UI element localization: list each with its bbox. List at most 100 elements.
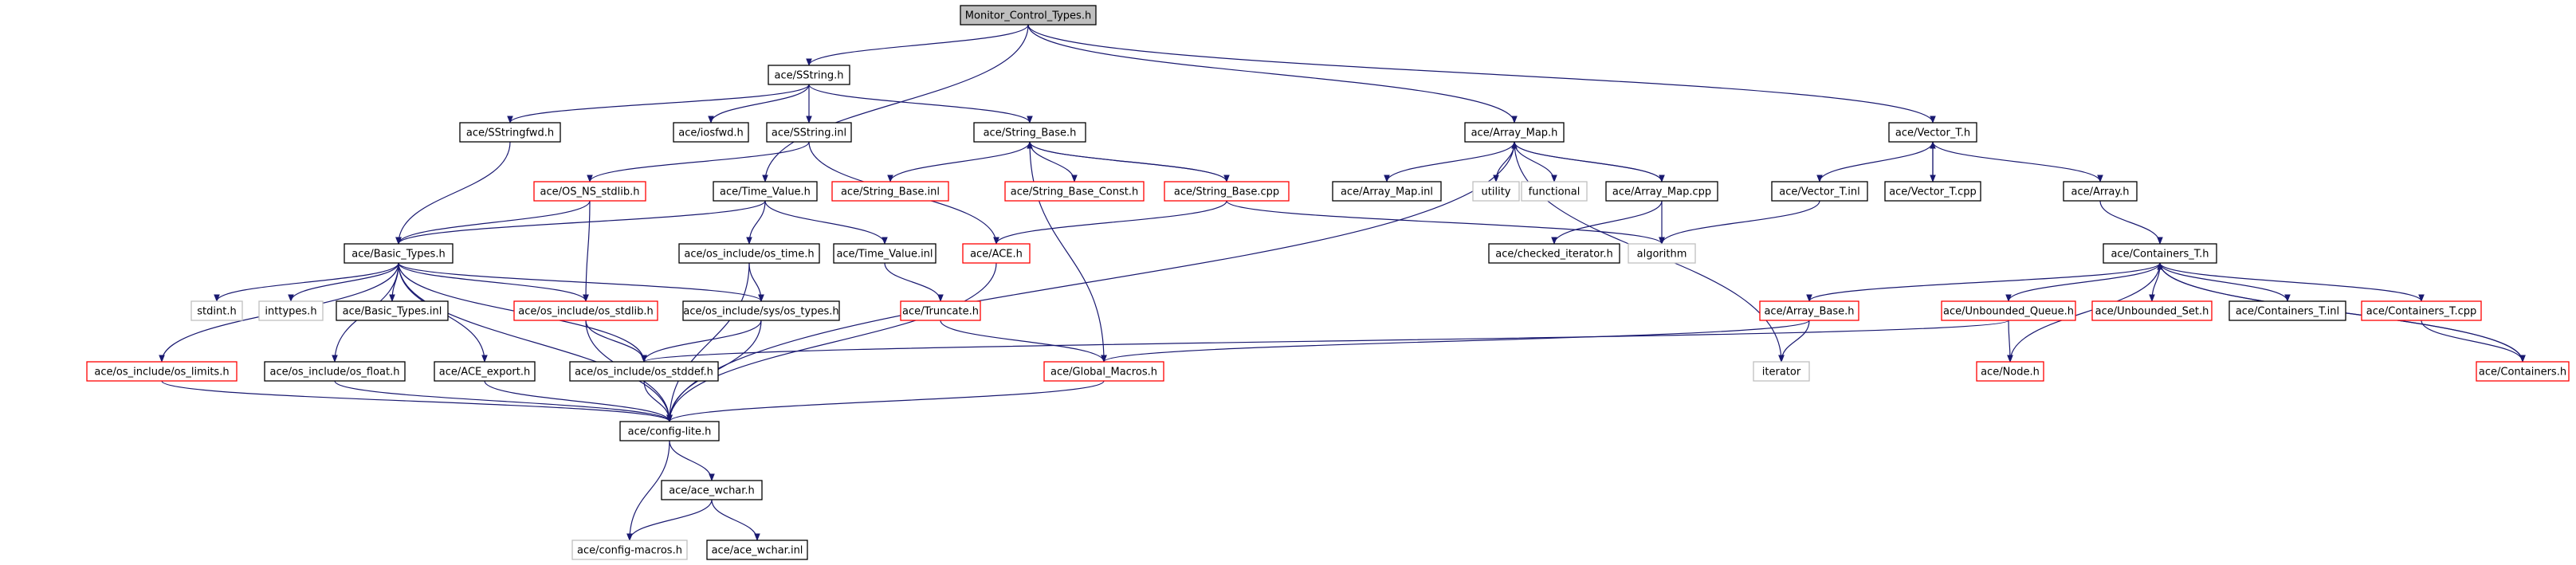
node-root[interactable]: Monitor_Control_Types.h	[960, 5, 1097, 26]
edge-string_base_h-to-global_macros_h	[1029, 141, 1107, 363]
node-box	[1521, 181, 1588, 202]
node-sstring-inl[interactable]: ace/SString.inl	[766, 122, 852, 143]
edge-array_map_cpp-to-checked_iterator_h	[1551, 200, 1663, 245]
edge-basic_types_h-to-stdint_h	[214, 262, 399, 302]
node-os-stddef-h[interactable]: ace/os_include/os_stddef.h	[569, 361, 719, 382]
node-unbounded-queue-h[interactable]: ace/Unbounded_Queue.h	[1941, 300, 2076, 321]
edge-sstring_h-to-string_base_h	[808, 84, 1033, 124]
node-checked-iterator-h[interactable]: ace/checked_iterator.h	[1488, 243, 1620, 264]
node-os-float-h[interactable]: ace/os_include/os_float.h	[264, 361, 406, 382]
node-label: ace/Containers_T.h	[2111, 249, 2209, 261]
node-label: ace/ACE_export.h	[439, 367, 530, 379]
edge-ace_h-to-config_lite_h	[666, 262, 997, 422]
edge-vector_t_h-to-array_h	[1932, 141, 2103, 182]
edge-config_lite_h-to-config_macros_h	[626, 440, 670, 541]
node-label: ace/ace_wchar.h	[669, 485, 755, 497]
node-label: ace/String_Base.cpp	[1174, 186, 1279, 198]
node-sys-os-types-h[interactable]: ace/os_include/sys/os_types.h	[682, 300, 840, 321]
node-label: ace/Vector_T.inl	[1779, 186, 1859, 198]
node-containers-t-inl[interactable]: ace/Containers_T.inl	[2228, 300, 2346, 321]
node-box	[1332, 181, 1442, 202]
node-box	[2091, 300, 2213, 321]
node-box	[661, 480, 763, 500]
edge-array_map_h-to-config_lite_h	[666, 141, 1515, 422]
edge-root-to-sstring_h	[806, 24, 1029, 66]
node-box	[1004, 181, 1145, 202]
node-label: ace/Truncate.h	[902, 306, 979, 318]
node-os-time-h[interactable]: ace/os_include/os_time.h	[678, 243, 820, 264]
node-time-value-inl[interactable]: ace/Time_Value.inl	[833, 243, 937, 264]
node-box	[569, 361, 719, 382]
node-time-value-h[interactable]: ace/Time_Value.h	[713, 181, 818, 202]
node-string-base-cpp[interactable]: ace/String_Base.cpp	[1164, 181, 1290, 202]
node-string-base-const-h[interactable]: ace/String_Base_Const.h	[1004, 181, 1145, 202]
edge-string_base_h-to-string_base_inl	[887, 141, 1031, 182]
node-label: ace/String_Base.h	[984, 128, 1077, 139]
node-ace-wchar-h[interactable]: ace/ace_wchar.h	[661, 480, 763, 500]
node-box	[678, 243, 820, 264]
node-label: ace/Vector_T.cpp	[1889, 186, 1977, 198]
node-label: ace/String_Base.inl	[841, 186, 940, 198]
node-box	[1771, 181, 1868, 202]
node-array-map-cpp[interactable]: ace/Array_Map.cpp	[1605, 181, 1718, 202]
node-os-limits-h[interactable]: ace/os_include/os_limits.h	[86, 361, 238, 382]
node-containers-h[interactable]: ace/Containers.h	[2476, 361, 2570, 382]
edge-array_map_h-to-utility	[1493, 141, 1515, 182]
node-box	[766, 122, 852, 143]
node-os-stdlib-h[interactable]: ace/os_include/os_stdlib.h	[513, 300, 658, 321]
node-box	[533, 181, 646, 202]
node-array-h[interactable]: ace/Array.h	[2063, 181, 2138, 202]
node-label: ace/os_include/os_float.h	[269, 367, 399, 379]
node-box	[962, 243, 1031, 264]
edge-time_value_h-to-time_value_inl	[764, 200, 888, 245]
edge-ace_wchar_h-to-ace_wchar_inl	[711, 499, 760, 541]
node-containers-t-h[interactable]: ace/Containers_T.h	[2103, 243, 2217, 264]
node-global-macros-h[interactable]: ace/Global_Macros.h	[1043, 361, 1164, 382]
node-box	[831, 181, 949, 202]
node-box	[1753, 361, 1810, 382]
node-inttypes-h: inttypes.h	[258, 300, 324, 321]
node-array-map-h[interactable]: ace/Array_Map.h	[1464, 122, 1565, 143]
node-box	[2361, 300, 2482, 321]
node-vector-t-h[interactable]: ace/Vector_T.h	[1888, 122, 1977, 143]
node-sstring-h[interactable]: ace/SString.h	[768, 65, 850, 85]
node-config-lite-h[interactable]: ace/config-lite.h	[619, 421, 720, 441]
node-box	[2103, 243, 2217, 264]
node-vector-t-cpp[interactable]: ace/Vector_T.cpp	[1884, 181, 1981, 202]
node-node-h[interactable]: ace/Node.h	[1976, 361, 2044, 382]
edge-config_lite_h-to-ace_wchar_h	[669, 440, 715, 481]
node-box	[344, 243, 454, 264]
node-box	[2476, 361, 2570, 382]
node-sstringfwd-h[interactable]: ace/SStringfwd.h	[459, 122, 561, 143]
node-label: ace/Array_Map.cpp	[1612, 186, 1711, 198]
node-string-base-h[interactable]: ace/String_Base.h	[973, 122, 1086, 143]
node-array-map-inl[interactable]: ace/Array_Map.inl	[1332, 181, 1442, 202]
node-label: ace/String_Base_Const.h	[1011, 186, 1138, 198]
node-vector-t-inl[interactable]: ace/Vector_T.inl	[1771, 181, 1868, 202]
node-box	[264, 361, 406, 382]
node-iosfwd-h[interactable]: ace/iosfwd.h	[673, 122, 749, 143]
node-ace-wchar-inl[interactable]: ace/ace_wchar.inl	[706, 539, 808, 560]
edge-containers_t_h-to-node_h	[2007, 262, 2161, 363]
node-box	[2063, 181, 2138, 202]
node-basic-types-h[interactable]: ace/Basic_Types.h	[344, 243, 454, 264]
node-truncate-h[interactable]: ace/Truncate.h	[900, 300, 981, 321]
node-string-base-inl[interactable]: ace/String_Base.inl	[831, 181, 949, 202]
node-label: ace/Time_Value.h	[720, 186, 811, 198]
edge-global_macros_h-to-config_lite_h	[666, 380, 1105, 422]
edge-os_ns_stdlib_h-to-basic_types_h	[395, 200, 591, 245]
node-os-ns-stdlib-h[interactable]: ace/OS_NS_stdlib.h	[533, 181, 646, 202]
node-label: utility	[1482, 186, 1511, 198]
node-label: inttypes.h	[265, 306, 316, 318]
node-array-base-h[interactable]: ace/Array_Base.h	[1759, 300, 1859, 321]
node-ace-h[interactable]: ace/ACE.h	[962, 243, 1031, 264]
node-ace-export-h[interactable]: ace/ACE_export.h	[434, 361, 536, 382]
edge-vector_t_h-to-vector_t_inl	[1816, 141, 1934, 182]
node-unbounded-set-h[interactable]: ace/Unbounded_Set.h	[2091, 300, 2213, 321]
node-basic-types-inl[interactable]: ace/Basic_Types.inl	[336, 300, 449, 321]
node-label: iterator	[1762, 367, 1801, 379]
node-box	[336, 300, 449, 321]
node-iterator: iterator	[1753, 361, 1810, 382]
edge-os_float_h-to-config_lite_h	[334, 380, 673, 422]
node-containers-t-cpp[interactable]: ace/Containers_T.cpp	[2361, 300, 2482, 321]
